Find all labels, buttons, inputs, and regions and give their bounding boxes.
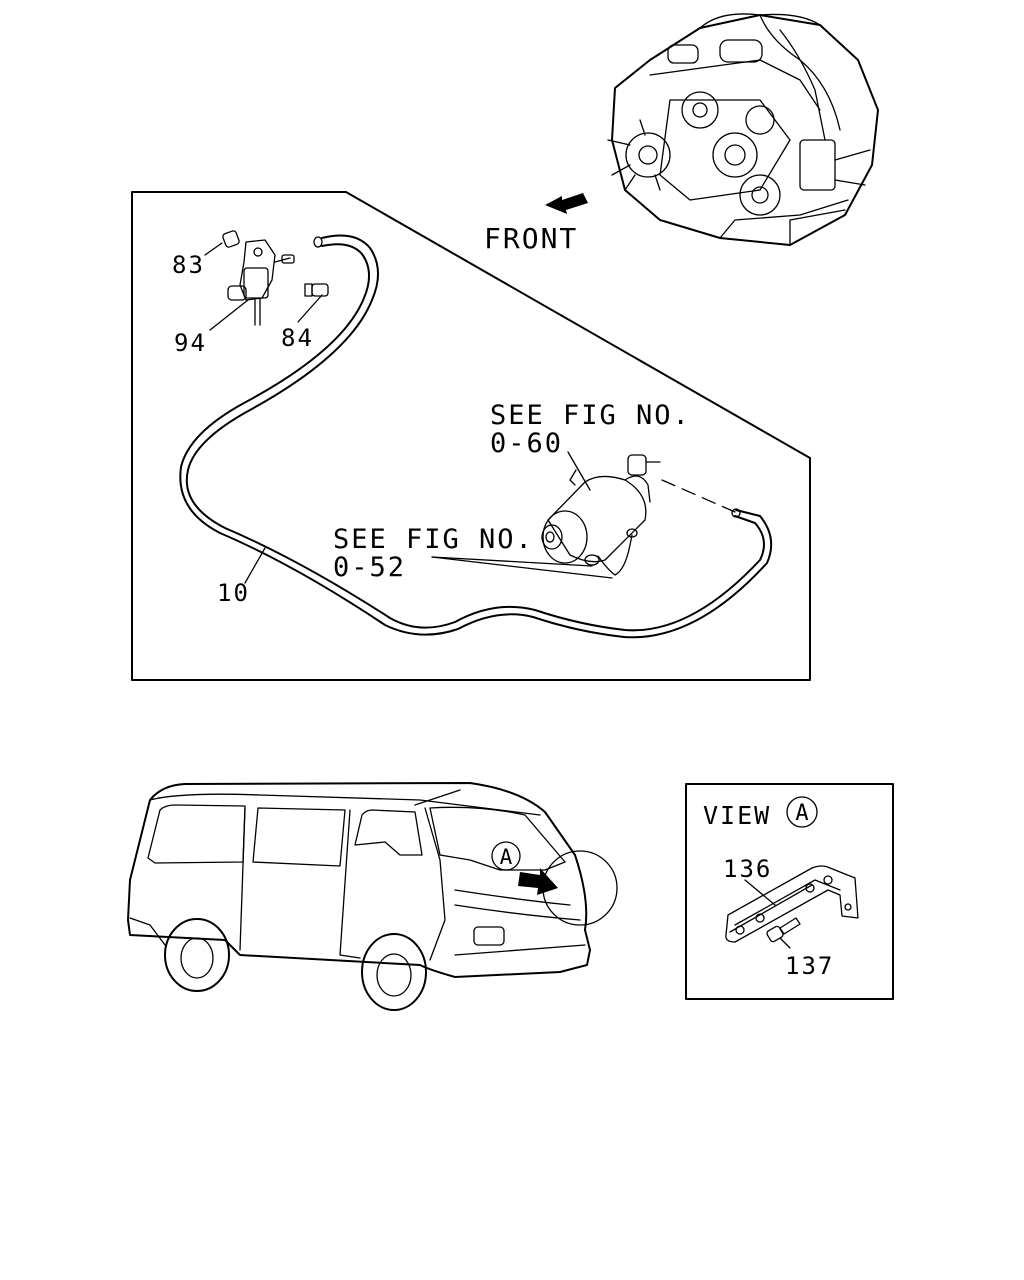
front-indicator: FRONT — [484, 193, 588, 255]
see-fig-ref-1-line1: SEE FIG NO. — [490, 400, 691, 431]
part-number-136: 136 — [723, 855, 772, 883]
part-94-bracket — [239, 239, 276, 301]
view-a-marker: A — [795, 801, 808, 826]
main-panel: 83 94 84 10 SEE FIG NO. 0-60 SEE FIG NO.… — [131, 191, 811, 681]
rear-wheel — [164, 918, 230, 992]
front-arrow-icon — [545, 193, 588, 214]
see-fig-ref-2-line2: 0-52 — [333, 552, 406, 583]
rear-window — [147, 804, 246, 864]
view-a-frame — [685, 783, 894, 1000]
part-number-83: 83 — [172, 251, 205, 279]
main-panel-frame — [131, 191, 811, 681]
side-window — [354, 809, 423, 856]
leader-lines — [204, 242, 613, 584]
view-a-panel: VIEW A 136 137 — [685, 783, 894, 1000]
front-wheel — [361, 933, 427, 1011]
windshield — [429, 806, 566, 871]
hose-10 — [179, 234, 773, 639]
front-label: FRONT — [484, 222, 578, 255]
part-number-84: 84 — [281, 324, 314, 352]
van-marker-a: A — [500, 845, 513, 869]
part-number-10: 10 — [217, 579, 250, 607]
part-number-137: 137 — [785, 952, 834, 980]
view-arrow-icon — [518, 868, 558, 895]
see-fig-ref-2-line1: SEE FIG NO. — [333, 524, 534, 555]
marker-a-circle — [491, 841, 521, 871]
bracket-136 — [725, 865, 859, 943]
compressor — [541, 454, 736, 576]
fan-pulley — [625, 132, 671, 178]
see-fig-ref-1-line2: 0-60 — [490, 428, 563, 459]
headlight — [473, 926, 505, 946]
middle-window — [252, 807, 346, 867]
engine-illustration — [607, 13, 879, 246]
part-number-94: 94 — [174, 329, 207, 357]
view-a-title: VIEW — [703, 801, 771, 830]
part-83-cap — [222, 230, 240, 248]
screw-137 — [766, 917, 801, 943]
van-illustration: A — [127, 782, 618, 1011]
view-a-marker-circle — [786, 796, 818, 828]
part-84-bolt — [311, 283, 329, 297]
solenoid-assembly — [222, 230, 329, 326]
